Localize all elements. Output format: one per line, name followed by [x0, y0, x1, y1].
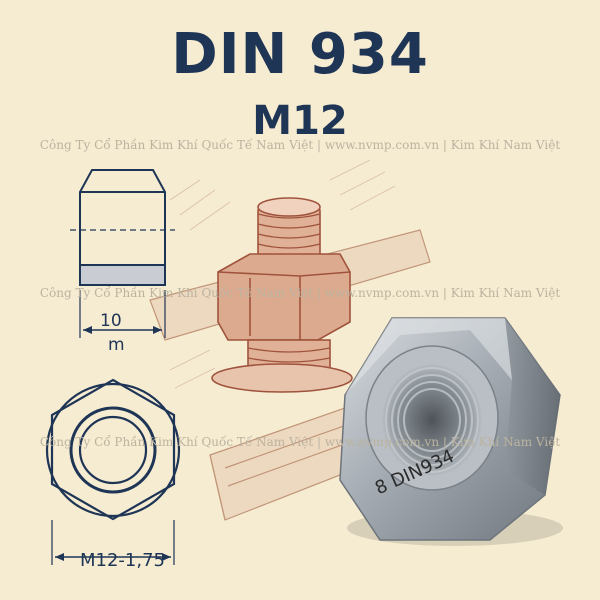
thread-size-label: M12-1,75 — [80, 550, 166, 571]
side-view-drawing — [70, 169, 175, 338]
watermark-text: Công Ty Cổ Phần Kim Khí Quốc Tế Nam Việt… — [39, 138, 561, 152]
sketch-hatching — [169, 159, 396, 389]
page-subtitle: M12 — [252, 98, 348, 144]
width-dimension-value: 10 — [100, 311, 122, 331]
hex-nut-photo — [339, 317, 563, 546]
top-view-drawing — [45, 378, 181, 565]
watermark-text: Công Ty Cổ Phần Kim Khí Quốc Tế Nam Việt… — [39, 435, 561, 449]
width-dimension-label: m — [108, 335, 125, 355]
watermark-text: Công Ty Cổ Phần Kim Khí Quốc Tế Nam Việt… — [39, 286, 561, 300]
sketch-bolt-nut — [211, 197, 353, 393]
page-title: DIN 934 — [171, 22, 429, 87]
